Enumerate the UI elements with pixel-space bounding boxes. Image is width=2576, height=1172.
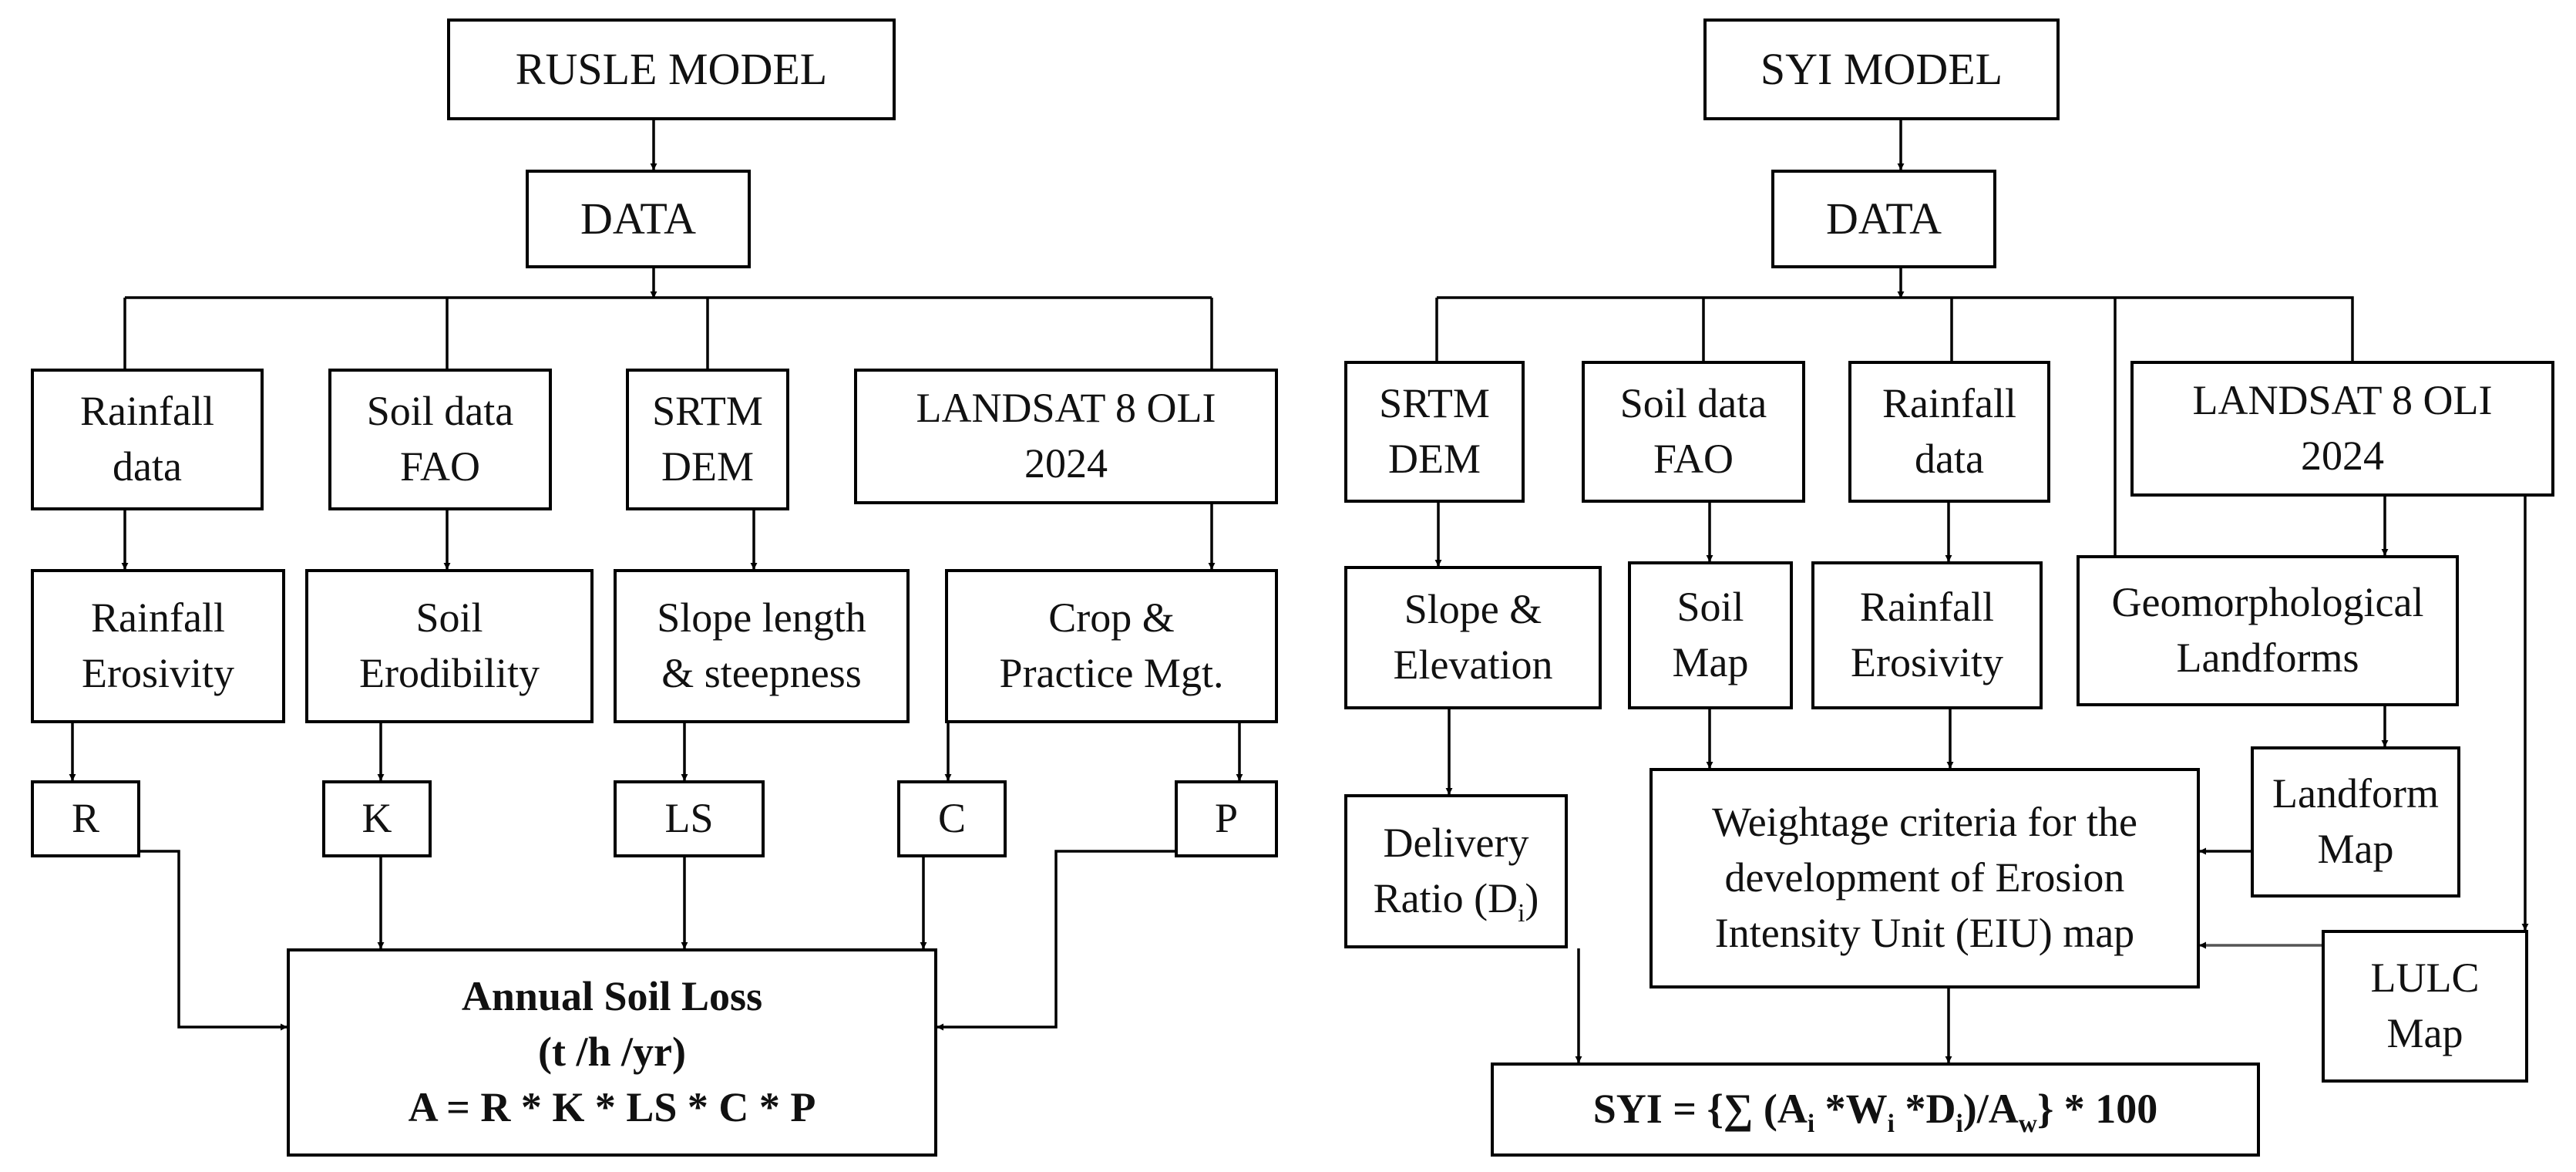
rusle-factor-ls: LS	[614, 780, 765, 857]
syi-data-box: DATA	[1771, 170, 1996, 268]
syi-soil-data-box: Soil data FAO	[1582, 361, 1805, 503]
rusle-r-to-result-arrow	[140, 850, 288, 1031]
rusle-model-title: RUSLE MODEL	[447, 19, 896, 120]
rusle-factor-c: C	[897, 780, 1007, 857]
rusle-landsat-box: LANDSAT 8 OLI 2024	[854, 369, 1278, 504]
syi-weightage-criteria-box: Weightage criteria for the development o…	[1650, 768, 2200, 988]
syi-slope-elevation-box: Slope & Elevation	[1344, 566, 1602, 709]
rusle-soil-erodibility-box: Soil Erodibility	[305, 569, 594, 723]
rusle-srtm-dem-box: SRTM DEM	[626, 369, 789, 510]
syi-model-title: SYI MODEL	[1703, 19, 2060, 120]
rusle-factor-p: P	[1175, 780, 1278, 857]
rusle-p-to-result-arrow	[937, 850, 1175, 1031]
syi-srtm-dem-box: SRTM DEM	[1344, 361, 1525, 503]
syi-delivery-ratio-box: Delivery Ratio (Di)	[1344, 794, 1568, 948]
rusle-rainfall-data-box: Rainfall data	[31, 369, 264, 510]
syi-formula-box: SYI = {∑ (Ai *Wi *Di)/Aw} * 100	[1491, 1063, 2260, 1157]
rusle-slope-length-box: Slope length & steepness	[614, 569, 910, 723]
rusle-data-box: DATA	[526, 170, 751, 268]
rusle-soil-data-box: Soil data FAO	[328, 369, 552, 510]
rusle-rainfall-erosivity-box: Rainfall Erosivity	[31, 569, 285, 723]
syi-bus-to-landsat-arrow	[2115, 296, 2354, 361]
syi-geomorphological-landforms-box: Geomorphological Landforms	[2077, 555, 2459, 706]
syi-landsat-box: LANDSAT 8 OLI 2024	[2130, 361, 2554, 497]
syi-rainfall-data-box: Rainfall data	[1848, 361, 2050, 503]
syi-lulc-map-box: LULC Map	[2322, 930, 2528, 1083]
rusle-annual-soil-loss-box: Annual Soil Loss (t /h /yr) A = R * K * …	[287, 948, 937, 1157]
rusle-factor-r: R	[31, 780, 140, 857]
syi-rainfall-erosivity-box: Rainfall Erosivity	[1811, 561, 2043, 709]
syi-soil-map-box: Soil Map	[1628, 561, 1793, 709]
rusle-factor-k: K	[322, 780, 432, 857]
syi-landform-map-box: Landform Map	[2251, 746, 2460, 898]
rusle-crop-practice-box: Crop & Practice Mgt.	[945, 569, 1278, 723]
